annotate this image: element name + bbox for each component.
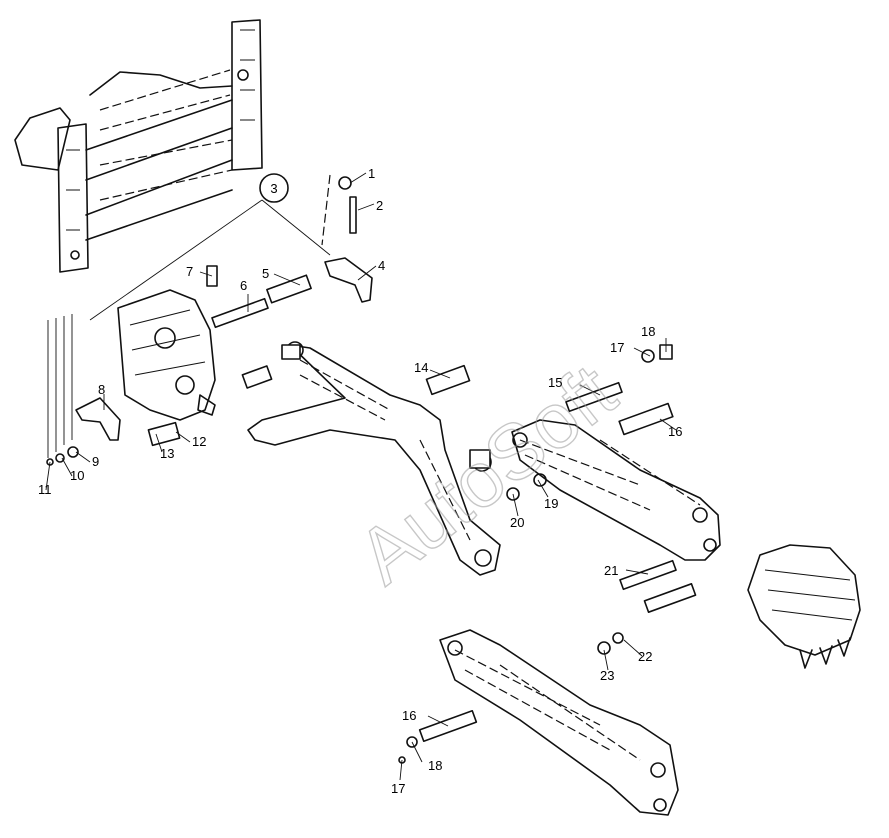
bolt-part-2 <box>349 196 357 234</box>
bushing-part-12 <box>147 421 181 447</box>
pin-part-15 <box>565 381 623 413</box>
label-6: 6 <box>240 278 247 293</box>
label-4: 4 <box>378 258 385 273</box>
label-15: 15 <box>548 375 562 390</box>
callout-3-text: 3 <box>270 181 277 196</box>
label-8: 8 <box>98 382 105 397</box>
label-14: 14 <box>414 360 428 375</box>
label-13: 13 <box>160 446 174 461</box>
loader-frame <box>14 19 263 273</box>
bucket <box>747 544 861 669</box>
label-11: 11 <box>38 482 52 497</box>
label-9: 9 <box>92 454 99 469</box>
label-18b: 18 <box>428 758 442 773</box>
pin-part-22 <box>643 583 697 613</box>
label-leaders <box>45 172 677 781</box>
label-22: 22 <box>638 649 652 664</box>
part-number-labels: 1 2 4 5 6 7 8 9 10 11 12 13 14 15 16 17 … <box>38 166 682 796</box>
dipper-stick <box>511 419 721 561</box>
pin-part-6 <box>211 297 269 329</box>
label-16a: 16 <box>668 424 682 439</box>
label-12: 12 <box>192 434 206 449</box>
pins-and-hardware <box>46 174 697 764</box>
pin-part-21 <box>619 559 677 591</box>
label-21: 21 <box>604 563 618 578</box>
label-10: 10 <box>70 468 84 483</box>
label-23: 23 <box>600 668 614 683</box>
vertical-leaders <box>47 314 73 458</box>
label-2: 2 <box>376 198 383 213</box>
label-16b: 16 <box>402 708 416 723</box>
pin-part-16a <box>618 402 674 436</box>
extendable-dipper <box>439 629 679 816</box>
label-17a: 17 <box>610 340 624 355</box>
label-7: 7 <box>186 264 193 279</box>
nut-part-1 <box>338 176 352 190</box>
label-19: 19 <box>544 496 558 511</box>
lever-part-8 <box>75 397 121 441</box>
label-1: 1 <box>368 166 375 181</box>
label-20: 20 <box>510 515 524 530</box>
callout-3: 3 <box>89 173 331 321</box>
label-5: 5 <box>262 266 269 281</box>
swing-bracket <box>117 289 216 421</box>
lever-part-4 <box>324 257 373 303</box>
label-17b: 17 <box>391 781 405 796</box>
pin-part-5 <box>266 274 312 304</box>
pin-part-14 <box>425 364 471 396</box>
label-18a: 18 <box>641 324 655 339</box>
